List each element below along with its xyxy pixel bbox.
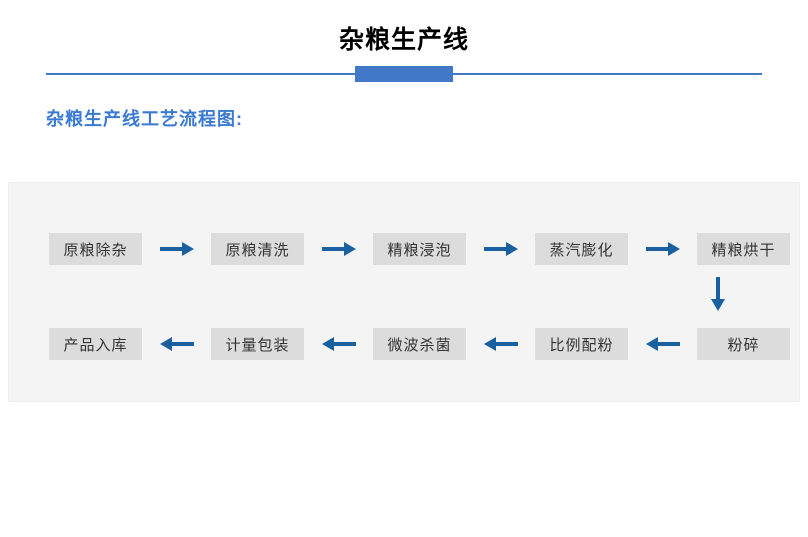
flow-step-box[interactable]: 产品入库 bbox=[49, 328, 142, 360]
title-divider bbox=[0, 66, 808, 84]
flow-row-2: 产品入库 计量包装 微波杀菌 比例配粉 粉碎 bbox=[9, 327, 801, 361]
flow-step-box[interactable]: 蒸汽膨化 bbox=[535, 233, 628, 265]
section-subtitle: 杂粮生产线工艺流程图: bbox=[46, 109, 243, 129]
flow-step-box[interactable]: 计量包装 bbox=[211, 328, 304, 360]
arrow-left-icon bbox=[304, 328, 373, 360]
flow-step-box[interactable]: 原粮清洗 bbox=[211, 233, 304, 265]
flow-step-box[interactable]: 原粮除杂 bbox=[49, 233, 142, 265]
flow-step-box[interactable]: 比例配粉 bbox=[535, 328, 628, 360]
arrow-right-icon bbox=[304, 233, 373, 265]
arrow-down-icon bbox=[671, 270, 764, 318]
arrow-right-icon bbox=[628, 233, 697, 265]
flow-step-box[interactable]: 精粮烘干 bbox=[697, 233, 790, 265]
flow-step-box[interactable]: 粉碎 bbox=[697, 328, 790, 360]
arrow-left-icon bbox=[628, 328, 697, 360]
flow-row-1: 原粮除杂 原粮清洗 精粮浸泡 蒸汽膨化 精粮烘干 bbox=[9, 232, 801, 266]
flow-step-box[interactable]: 精粮浸泡 bbox=[373, 233, 466, 265]
arrow-right-icon bbox=[142, 233, 211, 265]
divider-accent-block bbox=[355, 66, 453, 82]
arrow-left-icon bbox=[142, 328, 211, 360]
page-title: 杂粮生产线 bbox=[338, 26, 469, 54]
flowchart-panel: 原粮除杂 原粮清洗 精粮浸泡 蒸汽膨化 精粮烘干 bbox=[8, 182, 800, 402]
arrow-left-icon bbox=[466, 328, 535, 360]
flow-step-box[interactable]: 微波杀菌 bbox=[373, 328, 466, 360]
arrow-right-icon bbox=[466, 233, 535, 265]
